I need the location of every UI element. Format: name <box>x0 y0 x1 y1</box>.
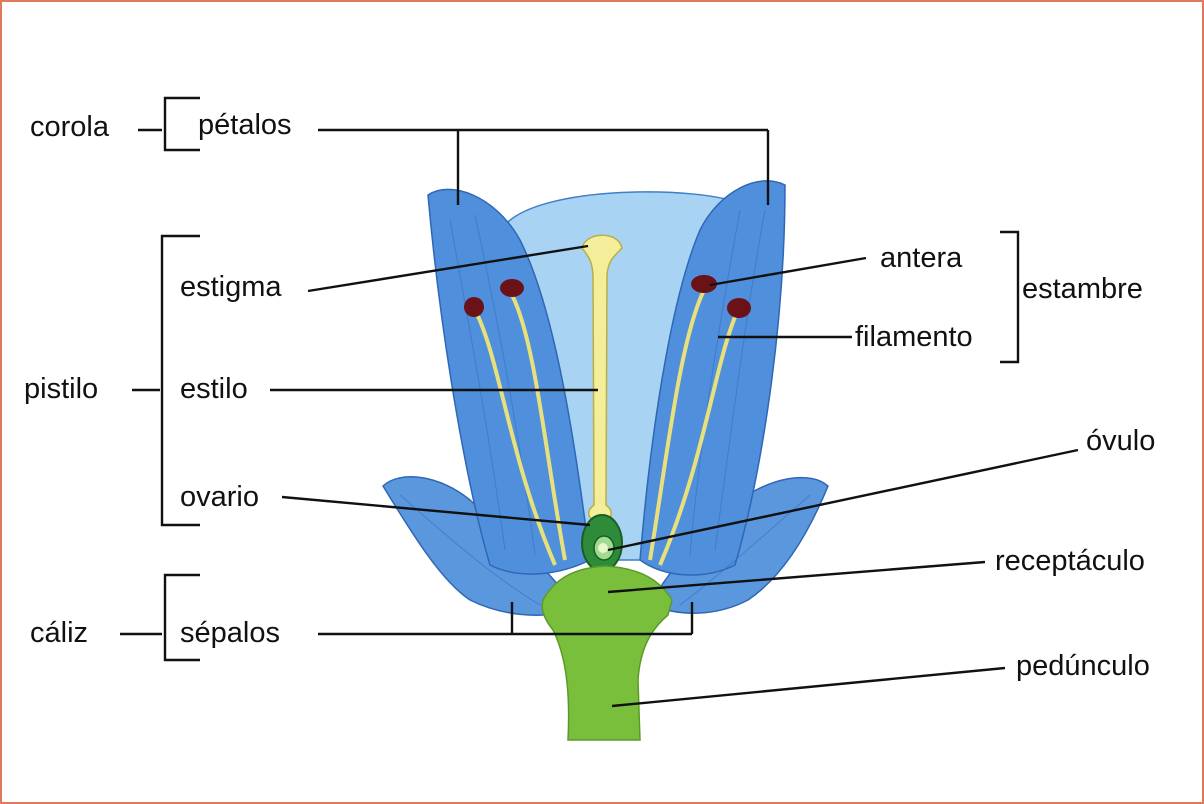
label-estambre: estambre <box>1022 273 1143 305</box>
label-sepalos: sépalos <box>180 617 280 649</box>
receptacle-peduncle <box>542 566 672 740</box>
label-pistilo: pistilo <box>24 373 98 405</box>
label-filamento: filamento <box>855 321 973 353</box>
label-ovulo: óvulo <box>1086 425 1155 457</box>
label-estigma: estigma <box>180 271 282 303</box>
flower-illustration <box>383 181 828 740</box>
label-corola: corola <box>30 111 110 143</box>
estambre-bracket <box>1000 232 1018 362</box>
corola-bracket <box>165 98 200 150</box>
pedunculo-leader <box>612 668 1005 706</box>
anther-left-1 <box>500 279 524 297</box>
petalos-leader <box>318 130 768 205</box>
label-estilo: estilo <box>180 373 248 405</box>
label-pedunculo: pedúnculo <box>1016 650 1150 682</box>
anther-left-2 <box>464 297 484 317</box>
label-petalos: pétalos <box>198 109 292 141</box>
label-caliz: cáliz <box>30 617 88 649</box>
label-receptaculo: receptáculo <box>995 545 1145 577</box>
label-antera: antera <box>880 242 963 274</box>
label-ovario: ovario <box>180 481 259 513</box>
anther-right-2 <box>727 298 751 318</box>
